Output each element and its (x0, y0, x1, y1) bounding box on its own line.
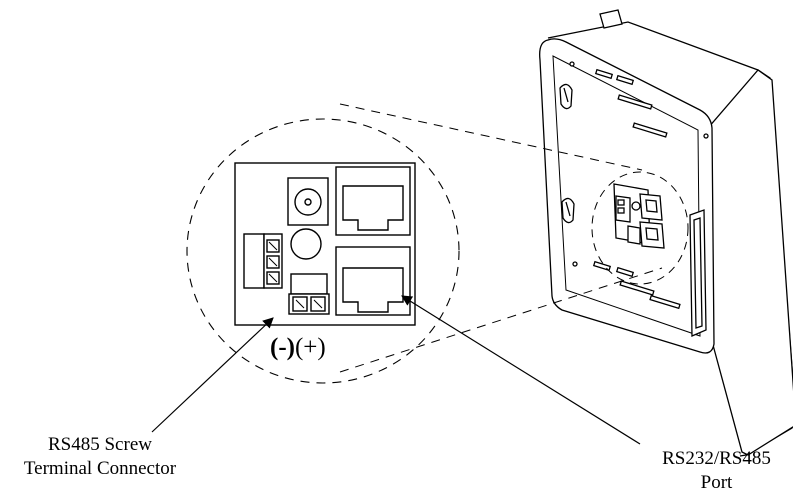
leader-arrows (151, 295, 641, 445)
power-jack (287, 177, 329, 226)
side-terminal-block (243, 233, 283, 289)
rs485-label-line1: RS485 Screw (48, 434, 152, 455)
rs232-rs485-port-label: RS232/RS485 Port (640, 447, 793, 495)
rs485-screw-terminal-label: RS485 Screw Terminal Connector (0, 433, 200, 481)
device-housing (539, 9, 793, 457)
rs485-screw-terminal (288, 273, 330, 315)
polarity-label: (-)(+) (270, 334, 326, 362)
zoom-lines (339, 103, 663, 373)
rs485-leader-arrow (151, 317, 274, 433)
rs485-label-line2: Terminal Connector (23, 458, 177, 479)
magnified-panel (234, 162, 416, 326)
magnified-view-circle (186, 118, 460, 384)
rs232-leader-arrow (401, 295, 641, 445)
rs232-label-line1: RS232/RS485 (662, 448, 771, 469)
plus-label: (+) (294, 334, 326, 361)
rj-port-top (335, 166, 411, 236)
device-connector-block (613, 183, 665, 249)
rs232-label-line2: Port (700, 472, 733, 493)
minus-label: (-) (270, 334, 295, 361)
rj-port-rs232-rs485 (335, 246, 411, 316)
indicator-circle (290, 228, 322, 260)
